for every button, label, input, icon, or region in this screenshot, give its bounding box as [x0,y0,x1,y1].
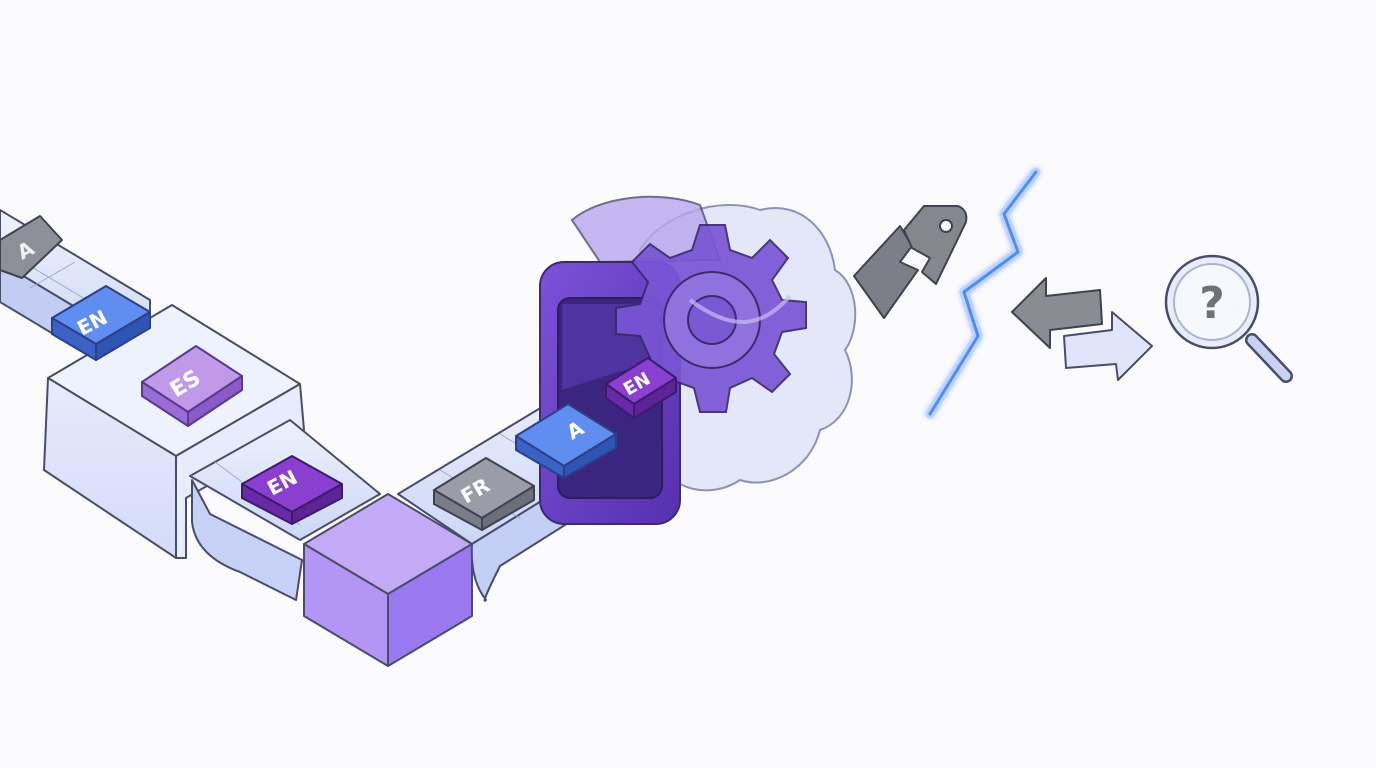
question-mark: ? [1199,278,1225,329]
broken-tag-icon [853,205,968,319]
tile-top-gray: A [0,215,63,279]
question-magnifier-icon: ? [1164,254,1293,383]
gear-icon [615,224,807,413]
tile-en-3: EN [605,357,677,419]
tile-fr: FR [433,457,535,531]
purple-cube [303,493,473,667]
tile-en-1: EN [51,285,151,361]
tile-en-2: EN [241,455,343,525]
tile-es: ES [141,345,243,427]
tile-a-blue: A [515,403,617,479]
swap-arrows-icon [1011,277,1153,381]
lightning-icon [925,167,1041,419]
